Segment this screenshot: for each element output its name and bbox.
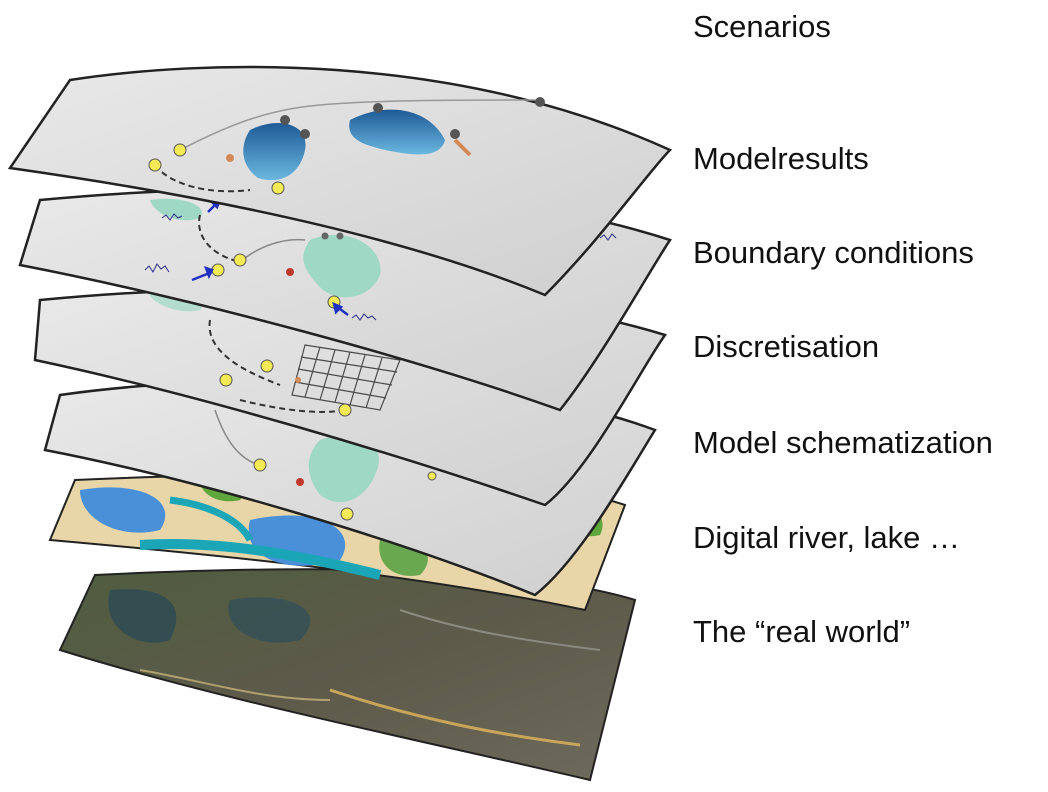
model-results-layer <box>7 65 673 297</box>
label-boundary-conditions: Boundary conditions <box>693 235 974 270</box>
label-model-schematization: Model schematization <box>693 425 993 460</box>
label-discretisation: Discretisation <box>693 329 880 364</box>
label-digital-river-lake: Digital river, lake … <box>693 520 961 555</box>
label-real-world: The “real world” <box>693 614 911 649</box>
label-scenarios: Scenarios <box>693 9 831 44</box>
label-modelresults: Modelresults <box>693 141 869 176</box>
real-world-layer <box>58 568 637 782</box>
timeseries-glyphs <box>144 213 617 321</box>
